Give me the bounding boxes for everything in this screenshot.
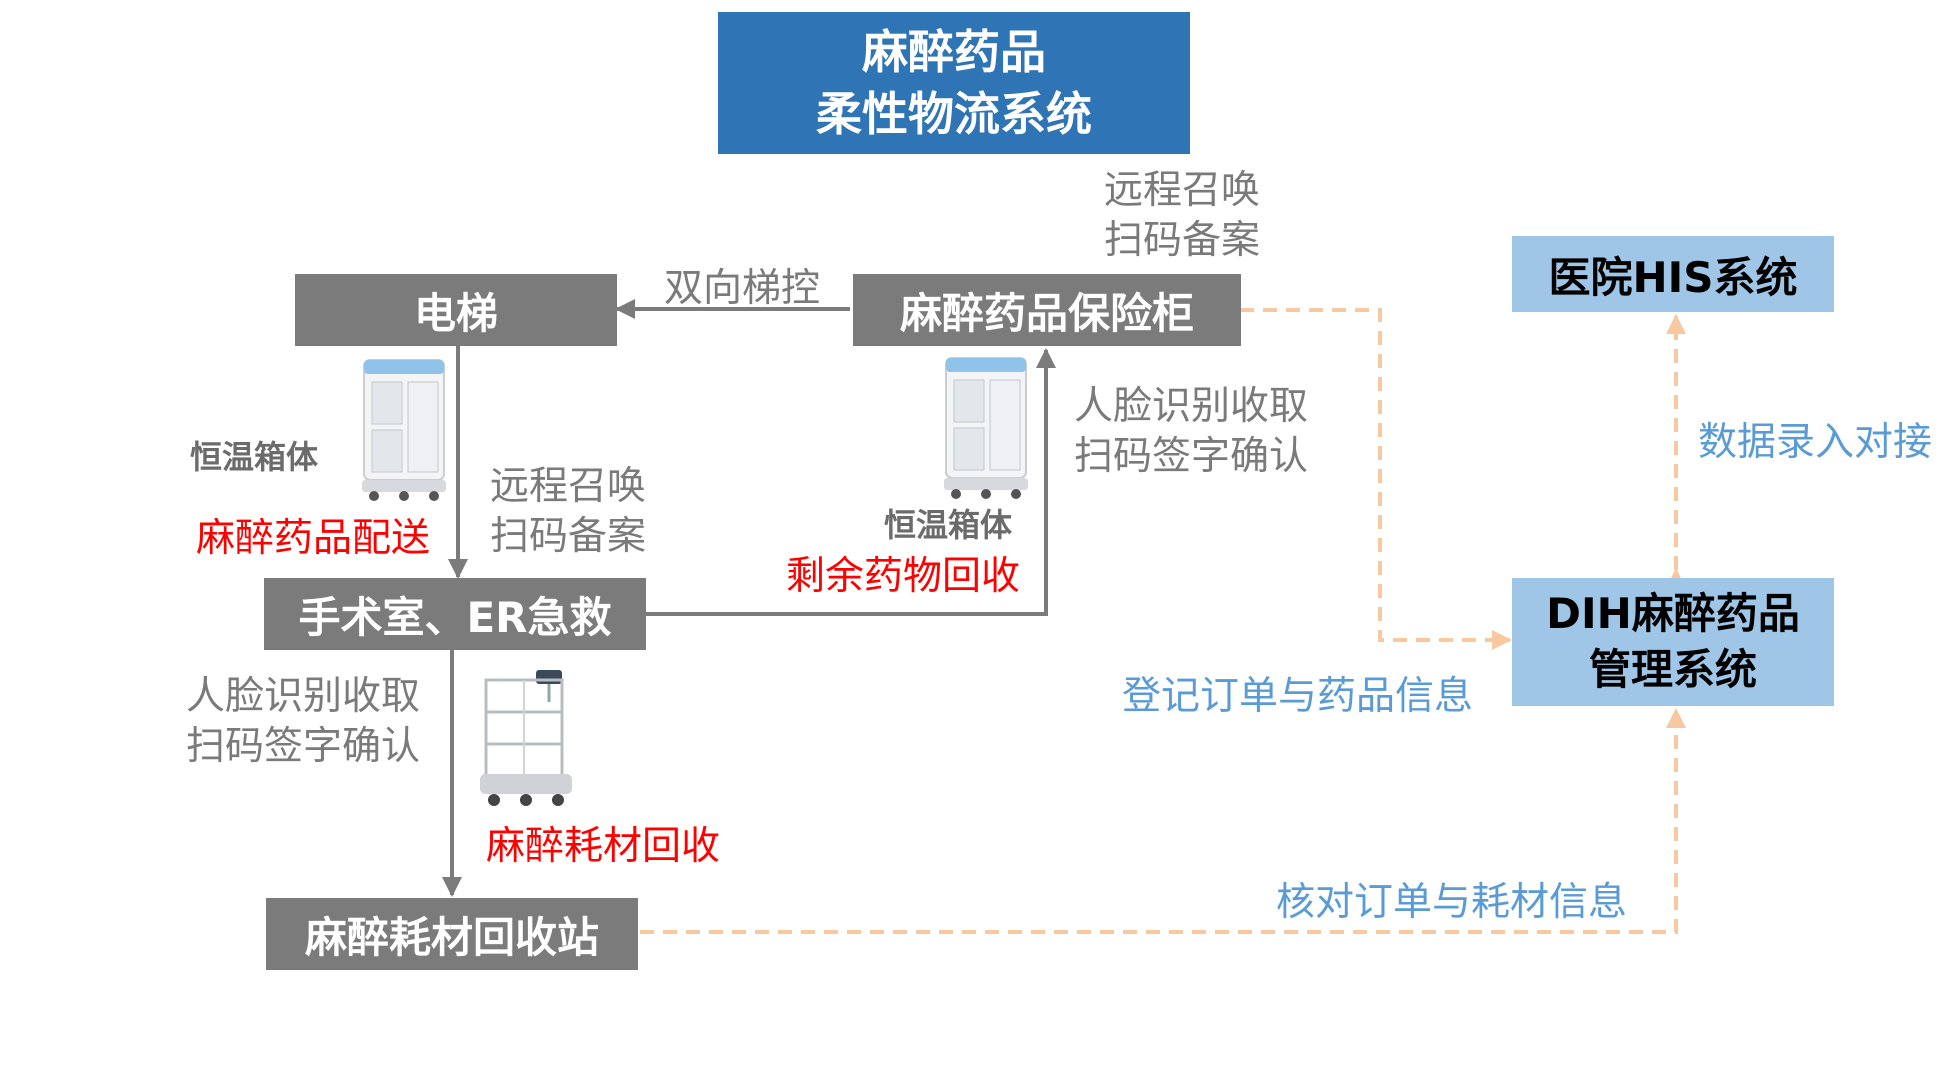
solid-arrows	[442, 299, 1056, 897]
label-deliver: 麻醉药品配送	[196, 516, 431, 561]
label-consumable: 麻醉耗材回收	[486, 824, 721, 869]
dashed-arrows	[640, 308, 1686, 934]
node-elevator: 电梯	[295, 274, 617, 346]
arrow-or-to-safe	[646, 348, 1056, 616]
node-dih: DIH麻醉药品 管理系统	[1512, 578, 1834, 706]
thermo-robot-left-icon	[362, 359, 446, 501]
node-dih-line1: DIH麻醉药品	[1546, 589, 1800, 638]
label-remote-top-line1: 远程召唤	[1104, 168, 1261, 213]
system-title: 麻醉药品 柔性物流系统	[718, 12, 1190, 154]
label-verify: 核对订单与耗材信息	[1276, 880, 1628, 925]
node-his: 医院HIS系统	[1512, 236, 1834, 312]
label-face-right-line2: 扫码签字确认	[1074, 434, 1309, 479]
node-or-er: 手术室、ER急救	[264, 578, 646, 650]
node-safe: 麻醉药品保险柜	[853, 274, 1241, 346]
label-register: 登记订单与药品信息	[1122, 674, 1474, 719]
label-remote-mid-line1: 远程召唤	[490, 464, 647, 509]
node-recycle-station: 麻醉耗材回收站	[266, 898, 638, 970]
label-remote-top: 远程召唤 扫码备案	[1104, 166, 1260, 266]
shelf-robot-icon	[480, 670, 572, 806]
node-dih-line2: 管理系统	[1588, 645, 1757, 694]
label-data-entry: 数据录入对接	[1698, 420, 1933, 465]
arrow-safe-to-dih	[1240, 308, 1512, 650]
label-face-right-line1: 人脸识别收取	[1074, 384, 1309, 429]
label-face-left-line1: 人脸识别收取	[186, 674, 421, 719]
arrow-station-to-dih	[640, 708, 1686, 934]
label-face-right: 人脸识别收取 扫码签字确认	[1074, 382, 1308, 482]
label-two-way: 双向梯控	[664, 266, 821, 311]
label-face-left-line2: 扫码签字确认	[186, 724, 421, 769]
system-title-line1: 麻醉药品	[862, 25, 1046, 79]
label-thermo-left: 恒温箱体	[190, 438, 319, 476]
label-remote-mid-line2: 扫码备案	[490, 514, 647, 559]
label-leftover: 剩余药物回收	[786, 554, 1021, 599]
system-title-line2: 柔性物流系统	[816, 87, 1092, 141]
label-remote-top-line2: 扫码备案	[1104, 218, 1261, 263]
label-remote-mid: 远程召唤 扫码备案	[490, 462, 646, 562]
label-face-left: 人脸识别收取 扫码签字确认	[186, 672, 420, 772]
thermo-robot-right-icon	[944, 357, 1028, 499]
label-thermo-right: 恒温箱体	[884, 506, 1013, 544]
